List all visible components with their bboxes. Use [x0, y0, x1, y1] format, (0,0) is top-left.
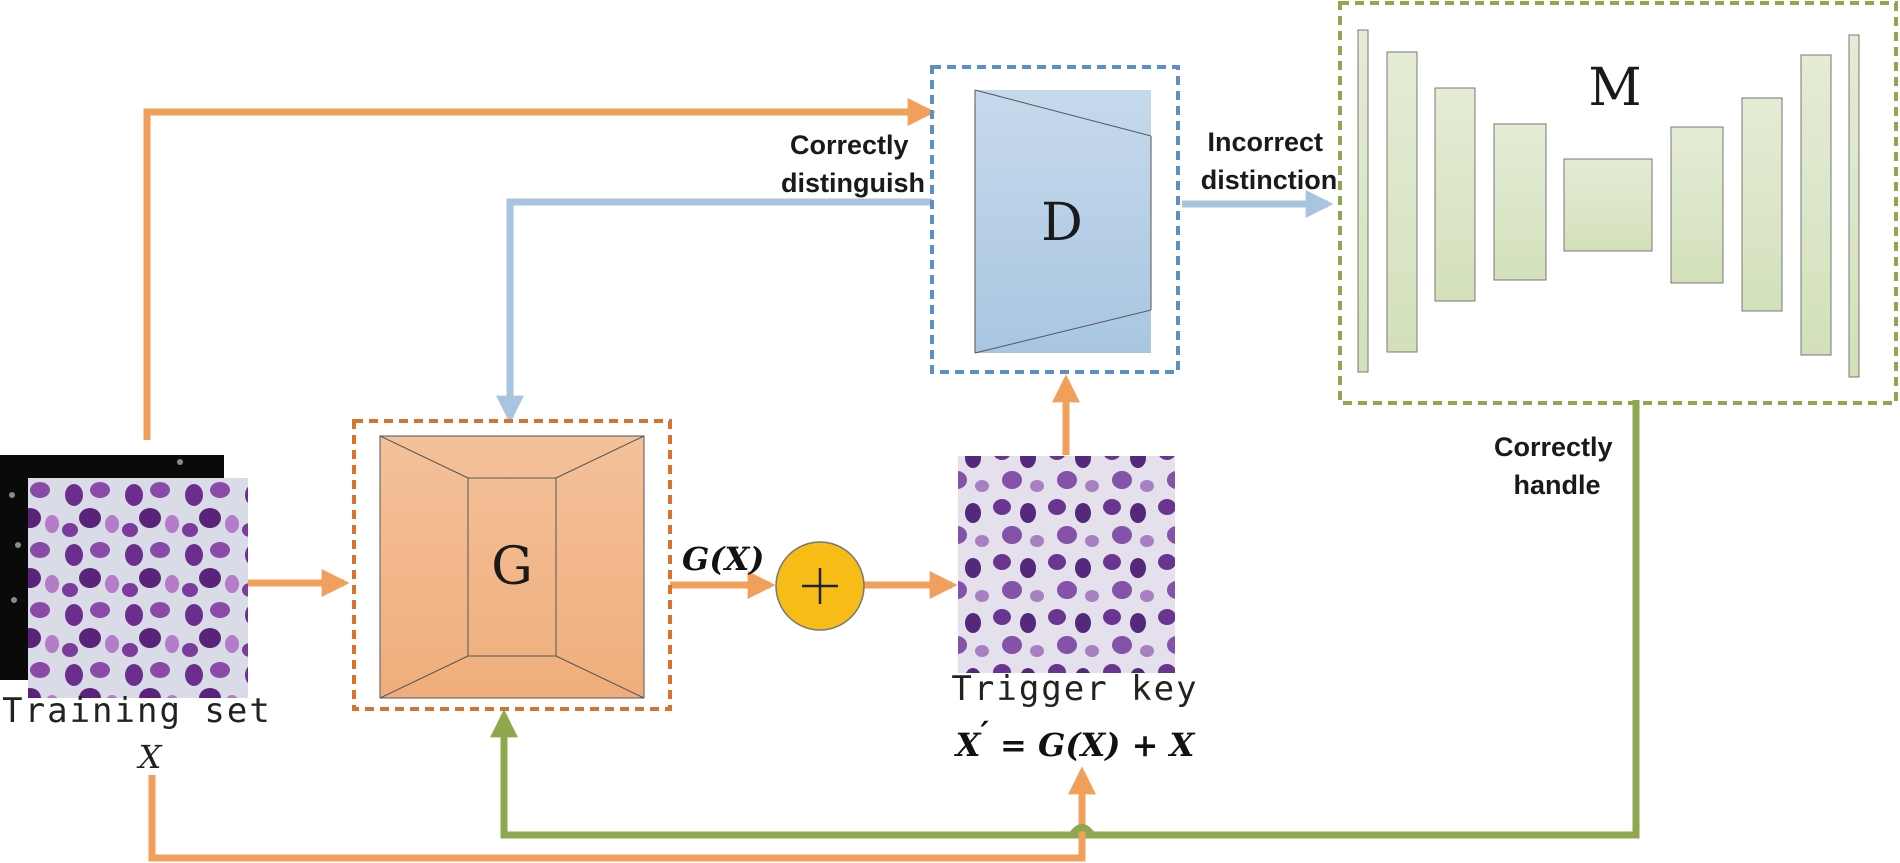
model-label: M	[1588, 58, 1641, 118]
arrow-d-to-g	[496, 198, 932, 424]
model-layer	[1357, 29, 1369, 373]
model-layer	[1741, 97, 1783, 312]
edge	[974, 89, 1152, 137]
edge	[555, 655, 645, 699]
eq-x2: X	[1078, 726, 1106, 764]
edge	[555, 435, 645, 479]
eq-plus: +	[1120, 726, 1169, 764]
eq-x3: X	[1168, 726, 1196, 764]
generator-body	[379, 435, 645, 699]
discriminator-block[interactable]: D	[930, 65, 1180, 374]
model-layer	[1386, 51, 1418, 353]
adder-node	[775, 541, 865, 631]
model-layer	[1670, 126, 1724, 284]
correctly-handle-label: Correctly handle	[1494, 432, 1620, 500]
gx-x: X	[722, 540, 750, 578]
ch-line1: Correctly	[1494, 432, 1613, 462]
discriminator-label: D	[1041, 193, 1083, 253]
trigger-key-label: Trigger key	[951, 669, 1198, 709]
id-line1: Incorrect	[1207, 127, 1323, 157]
generator-label: G	[491, 537, 533, 597]
trigger-key-image	[958, 456, 1175, 673]
eq-prime: ′	[980, 714, 989, 752]
arrow-training-to-d	[143, 98, 936, 440]
edge	[379, 435, 469, 479]
noise-dot	[177, 459, 183, 465]
training-set-images	[0, 455, 248, 698]
ch-line2: handle	[1513, 470, 1600, 500]
edge	[379, 655, 469, 699]
model-block[interactable]: M	[1338, 1, 1898, 405]
gx-close: )	[747, 540, 764, 578]
generator-inner	[467, 477, 557, 657]
eq-g: G	[1038, 726, 1065, 764]
model-layer	[1434, 87, 1476, 302]
model-layer	[1563, 158, 1653, 252]
cd-line1: Correctly	[790, 130, 909, 160]
noise-dot	[9, 492, 15, 498]
gx-label: G(X)	[682, 540, 764, 578]
trigger-key-equation: X′ = G(X) + X	[954, 714, 1196, 764]
edge	[974, 309, 1152, 354]
eq-x: X	[954, 726, 982, 764]
model-dashed-border	[1338, 1, 1898, 405]
arrow-m-to-g	[490, 400, 1640, 839]
correctly-distinguish-label: Correctly distinguish	[781, 130, 925, 198]
training-image-front	[28, 478, 248, 698]
cd-line2: distinguish	[781, 168, 925, 198]
arrow-x-to-trigger	[148, 766, 1096, 862]
incorrect-distinction-label: Incorrect distinction	[1201, 127, 1338, 195]
model-layer	[1493, 123, 1547, 281]
eq-open: (	[1065, 726, 1082, 764]
model-layer	[1848, 34, 1860, 378]
eq-equals: =	[989, 726, 1038, 764]
noise-dot	[11, 597, 17, 603]
generator-block[interactable]: G	[352, 419, 672, 711]
id-line2: distinction	[1201, 165, 1338, 195]
noise-dot	[15, 542, 21, 548]
generator-dashed-border	[352, 419, 672, 711]
model-layer	[1800, 54, 1832, 356]
gx-open: (	[709, 540, 726, 578]
discriminator-dashed-border	[930, 65, 1180, 374]
training-set-variable: X	[136, 738, 163, 776]
discriminator-body	[975, 90, 1151, 353]
crossing-bump	[1069, 824, 1095, 838]
training-set-label: Training set	[2, 691, 272, 731]
gx-g: G	[682, 540, 709, 578]
eq-close: )	[1103, 726, 1120, 764]
